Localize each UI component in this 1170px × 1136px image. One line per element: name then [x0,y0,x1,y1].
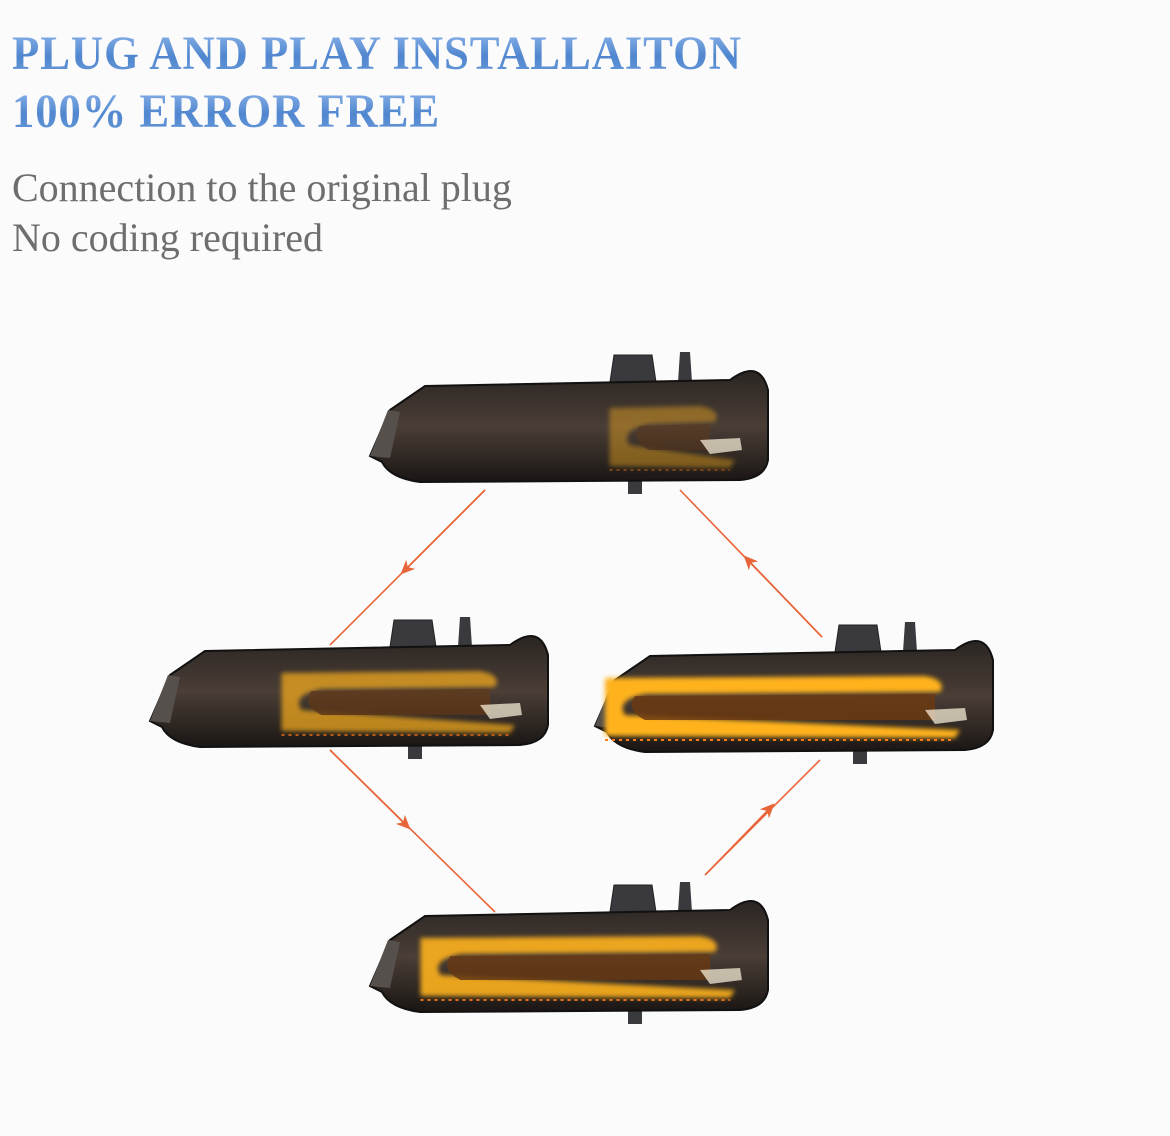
mounting-clip [678,352,692,382]
mounting-bracket [834,624,882,653]
housing-edge [370,410,400,458]
mirror-indicator-light-left [148,617,549,759]
mounting-bracket [389,619,437,648]
reflection-highlight [700,968,742,984]
mounting-tab [408,743,422,759]
housing-edge [370,940,400,988]
mounting-bracket [609,884,657,913]
amber-led-strip [420,936,735,1001]
headline-line-1: PLUG AND PLAY INSTALLAITON [12,27,742,80]
mirror-indicator-light-top [368,352,769,494]
mounting-tab [628,478,642,494]
reflection-highlight [925,708,967,724]
mounting-tab [853,748,867,764]
mirror-indicator-light-right [593,622,994,764]
amber-led-strip [605,676,960,741]
mirror-indicator-light-bottom [368,882,769,1024]
feature-text: Connection to the original plug [12,165,512,210]
mounting-clip [678,882,692,912]
reflection-highlight [700,438,742,454]
amber-led-strip [609,406,735,471]
mounting-bracket [609,354,657,383]
amber-led-strip [281,671,515,736]
mounting-clip [903,622,917,652]
arrow-head [743,555,823,638]
arrow-head [704,803,775,876]
arrow-head [329,749,411,830]
feature-text: No coding required [12,215,324,260]
headline-line-2: 100% ERROR FREE [12,85,441,138]
arrows [329,489,823,913]
mounting-tab [628,1008,642,1024]
arrow-head [400,489,486,575]
mounting-clip [458,617,472,647]
reflection-highlight [480,703,522,719]
housing-edge [150,675,180,723]
